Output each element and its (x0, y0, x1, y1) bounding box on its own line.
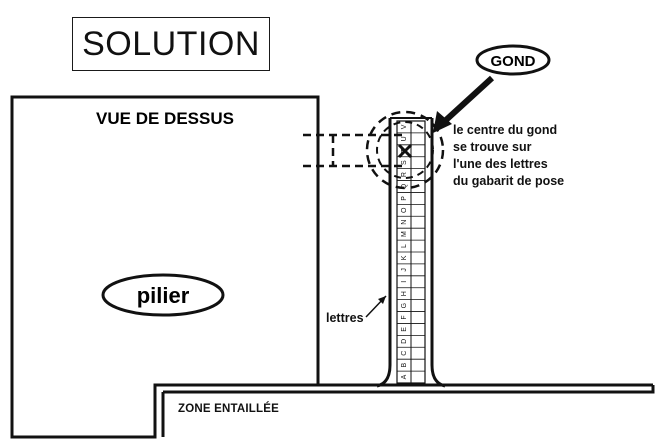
gauge-letter: J (401, 268, 408, 272)
hinge-circle-outer (365, 110, 445, 190)
note-line: du gabarit de pose (453, 174, 565, 188)
gauge: ABCDEFGHIJKLMNOPQRSTUV (376, 117, 446, 388)
gauge-letter: O (401, 207, 408, 213)
notched-zone-label: ZONE ENTAILLÉE (178, 403, 279, 415)
gauge-letter: K (401, 255, 408, 260)
gauge-letter: A (401, 374, 408, 379)
hinge-label-oval (475, 44, 551, 76)
hinge-plate-dashed (303, 133, 403, 168)
gauge-letter: E (401, 327, 408, 332)
gauge-letter: D (401, 339, 408, 344)
pillar-label-oval (101, 273, 225, 317)
gauge-letter: N (401, 220, 408, 225)
gauge-letter: I (401, 281, 408, 283)
gauge-letter: F (401, 315, 408, 319)
note-line: se trouve sur (453, 140, 532, 154)
gauge-letters: ABCDEFGHIJKLMNOPQRSTUV (401, 124, 408, 379)
hinge-label: GOND (491, 53, 536, 70)
gauge-letter: Q (401, 183, 408, 189)
view-label: VUE DE DESSUS (96, 109, 234, 128)
hinge-arrow-shaft (443, 75, 495, 123)
gauge-letter: R (401, 172, 408, 177)
solution-title-box: SOLUTION (72, 17, 270, 71)
ground-line (155, 383, 655, 437)
hinge-arrow-head (433, 111, 452, 133)
hinge-note: le centre du gond se trouve sur l'une de… (453, 122, 564, 190)
gauge-letter: H (401, 291, 408, 296)
gauge-letter: P (401, 196, 408, 201)
pillar-label: pilier (137, 283, 190, 308)
gauge-letter: U (401, 136, 408, 141)
gauge-letter: C (401, 351, 408, 356)
gauge-letter: B (401, 362, 408, 367)
gauge-ticks (397, 120, 425, 384)
note-line: le centre du gond (453, 123, 558, 137)
letters-arrow-head (378, 296, 386, 304)
gauge-letter: V (401, 124, 408, 129)
gauge-letter: G (401, 303, 408, 308)
solution-title: SOLUTION (82, 24, 260, 63)
gauge-letter: S (401, 160, 408, 165)
gauge-letter: L (401, 244, 408, 248)
gauge-letter: M (401, 231, 408, 237)
hinge-center-marker (397, 143, 413, 159)
letters-label: lettres (326, 311, 364, 325)
note-line: l'une des lettres (453, 157, 548, 171)
